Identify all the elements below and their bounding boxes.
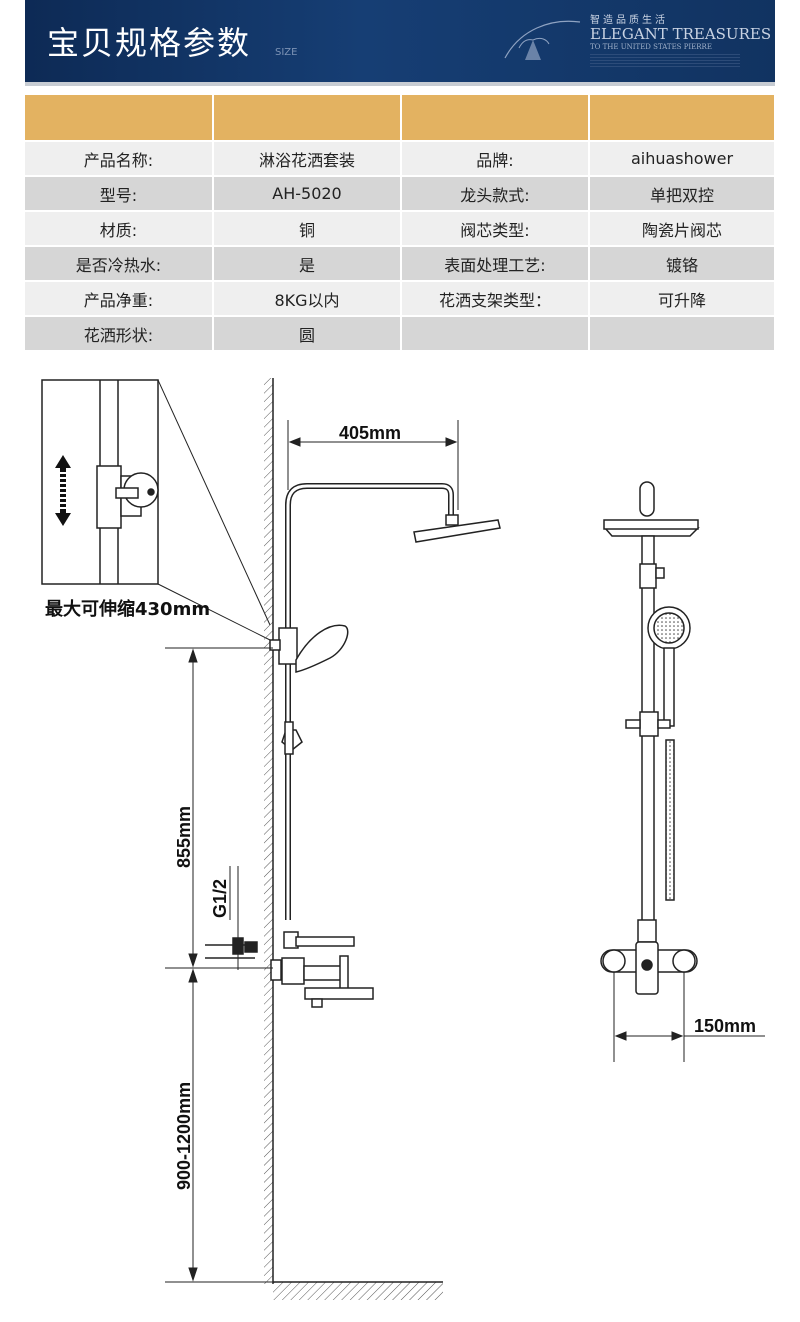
spec-label: 表面处理工艺: bbox=[401, 246, 590, 282]
inlet-connector bbox=[205, 866, 258, 970]
spec-label: 材质: bbox=[25, 211, 214, 247]
arm-length-label: 405mm bbox=[339, 423, 401, 443]
table-row: 花洒形状: 圆 bbox=[25, 316, 776, 352]
header-banner: 宝贝规格参数 SIZE 智造品质生活 ELEGANT TREASURES TO … bbox=[25, 0, 775, 82]
spec-table: 产品名称: 淋浴花洒套装 品牌: aihuashower 型号: AH-5020… bbox=[25, 95, 776, 352]
spec-value: 8KG以内 bbox=[213, 281, 402, 317]
header-cell bbox=[213, 95, 402, 142]
tagline-en: ELEGANT TREASURES bbox=[590, 25, 772, 43]
adjust-arrow-icon bbox=[55, 455, 71, 526]
size-label: SIZE bbox=[275, 47, 298, 58]
spec-value: 陶瓷片阀芯 bbox=[589, 211, 776, 247]
table-row: 型号: AH-5020 龙头款式: 单把双控 bbox=[25, 176, 776, 212]
spec-label: 型号: bbox=[25, 176, 214, 212]
spec-value: 铜 bbox=[213, 211, 402, 247]
banner-divider bbox=[25, 82, 775, 86]
spec-value: 可升降 bbox=[589, 281, 776, 317]
front-view-shower bbox=[600, 481, 700, 995]
dimension-diagram: 最大可伸缩430mm G1/2 bbox=[41, 378, 765, 1300]
spec-value: 镀铬 bbox=[589, 246, 776, 282]
max-stretch-label: 最大可伸缩430mm bbox=[45, 598, 210, 620]
page-title: 宝贝规格参数 bbox=[47, 24, 252, 62]
spec-label: 产品净重: bbox=[25, 281, 214, 317]
spec-label bbox=[401, 316, 590, 352]
thread-label: G1/2 bbox=[210, 879, 230, 918]
wall bbox=[264, 378, 443, 1300]
spec-table-header bbox=[25, 95, 776, 142]
spec-value: 单把双控 bbox=[589, 176, 776, 212]
header-cell bbox=[25, 95, 214, 142]
spec-label: 是否冷热水: bbox=[25, 246, 214, 282]
spec-label: 花洒支架类型： bbox=[401, 281, 590, 317]
spec-label: 品牌: bbox=[401, 141, 590, 177]
header-cell bbox=[401, 95, 590, 142]
spec-value bbox=[589, 316, 776, 352]
table-row: 是否冷热水: 是 表面处理工艺: 镀铬 bbox=[25, 246, 776, 282]
height-low-label: 900-1200mm bbox=[174, 1082, 194, 1190]
spacing-dimension bbox=[613, 972, 765, 1062]
tagline-cn: 智造品质生活 bbox=[590, 15, 668, 26]
spacing-label: 150mm bbox=[694, 1016, 756, 1036]
spec-label: 产品名称: bbox=[25, 141, 214, 177]
spec-value: 是 bbox=[213, 246, 402, 282]
side-view-shower bbox=[269, 483, 501, 1008]
spec-label: 龙头款式: bbox=[401, 176, 590, 212]
spec-label: 阀芯类型: bbox=[401, 211, 590, 247]
arm-dimension bbox=[287, 420, 459, 510]
table-row: 产品名称: 淋浴花洒套装 品牌: aihuashower bbox=[25, 141, 776, 177]
height-mid-label: 855mm bbox=[174, 806, 194, 868]
header-cell bbox=[589, 95, 776, 142]
tagline-sub: TO THE UNITED STATES PIERRE bbox=[590, 43, 712, 51]
spec-value: 圆 bbox=[213, 316, 402, 352]
spec-value: 淋浴花洒套装 bbox=[213, 141, 402, 177]
detail-inset bbox=[41, 379, 271, 641]
height-dimensions bbox=[165, 647, 273, 1283]
decorative-lines bbox=[590, 54, 740, 68]
spec-value: AH-5020 bbox=[213, 176, 402, 212]
brand-logo-icon bbox=[504, 20, 581, 60]
spec-label: 花洒形状: bbox=[25, 316, 214, 352]
table-row: 材质: 铜 阀芯类型: 陶瓷片阀芯 bbox=[25, 211, 776, 247]
spec-value: aihuashower bbox=[589, 141, 776, 177]
table-row: 产品净重: 8KG以内 花洒支架类型： 可升降 bbox=[25, 281, 776, 317]
